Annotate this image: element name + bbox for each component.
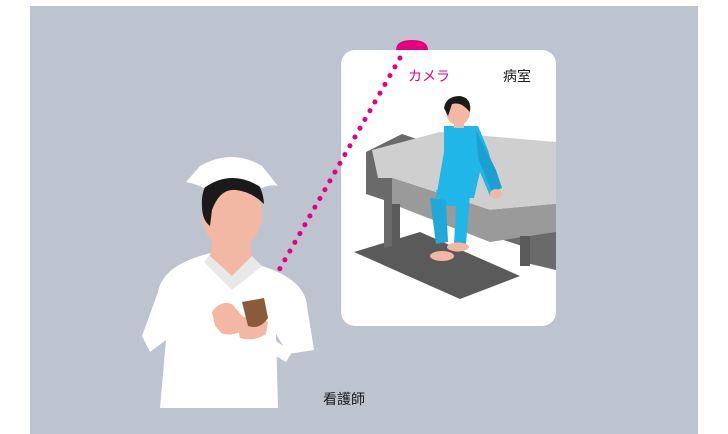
dotted-connection-line (259, 55, 403, 303)
nurse-figure (142, 157, 314, 408)
bed-side (392, 178, 556, 242)
nurse-cap (186, 157, 278, 188)
camera-dot-icon (396, 40, 428, 50)
camera-label: カメラ (408, 69, 450, 85)
bed-leg (520, 236, 530, 266)
nurse-label: 看護師 (323, 392, 365, 408)
bed-rail (392, 204, 400, 248)
phone-icon (242, 298, 268, 327)
patient-figure (430, 96, 502, 261)
room-scene (354, 96, 556, 299)
floor-mat (354, 232, 520, 299)
room-label: 病室 (503, 69, 531, 85)
